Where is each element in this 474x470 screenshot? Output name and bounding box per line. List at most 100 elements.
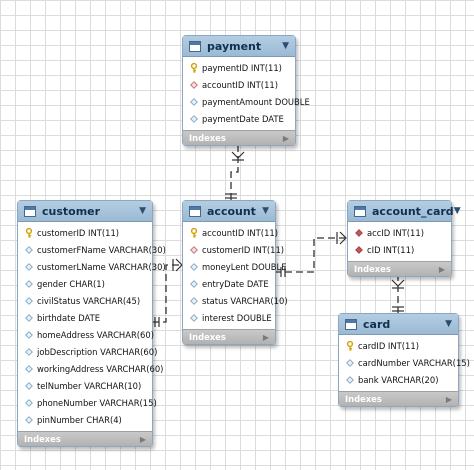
column-icon: [344, 375, 356, 384]
table-title: account_card: [372, 204, 454, 218]
relationship-payment-account[interactable]: [230, 145, 239, 200]
field-label: interest DOUBLE: [202, 312, 272, 323]
table-header[interactable]: card▼: [339, 314, 458, 335]
primary-key-icon: [188, 227, 200, 238]
foreign-key-icon: [188, 80, 200, 89]
indexes-section[interactable]: Indexes ▶: [348, 261, 451, 276]
primary-key-icon: [23, 227, 35, 238]
column-icon: [23, 245, 35, 254]
table-field[interactable]: jobDescription VARCHAR(60): [18, 343, 157, 360]
table-field[interactable]: civilStatus VARCHAR(45): [18, 292, 152, 309]
field-label: customerLName VARCHAR(30): [37, 261, 166, 272]
table-icon: [189, 205, 201, 217]
table-header[interactable]: account_card▼: [348, 201, 461, 222]
table-field[interactable]: gender CHAR(1): [18, 275, 152, 292]
table-field[interactable]: cID INT(11): [348, 241, 451, 258]
collapse-arrow-icon[interactable]: ▼: [139, 206, 146, 216]
field-label: accountID INT(11): [202, 227, 278, 238]
table-field[interactable]: interest DOUBLE: [183, 309, 275, 326]
field-label: entryDate DATE: [202, 278, 269, 289]
field-list: customerID INT(11) customerFName VARCHAR(…: [18, 222, 166, 431]
field-list: accID INT(11) cID INT(11): [348, 222, 451, 261]
table-field[interactable]: paymentAmount DOUBLE: [183, 93, 310, 110]
field-label: birthdate DATE: [37, 312, 101, 323]
table-field[interactable]: paymentID INT(11): [183, 59, 295, 76]
table-field[interactable]: telNumber VARCHAR(10): [18, 377, 152, 394]
relationship-customer-account[interactable]: [152, 264, 182, 323]
table-card[interactable]: card▼cardID INT(11)cardNumber VARCHAR(15…: [338, 313, 470, 407]
table-field[interactable]: phoneNumber VARCHAR(15): [18, 394, 157, 411]
table-field[interactable]: bank VARCHAR(20): [339, 371, 458, 388]
indexes-section[interactable]: Indexes▶: [339, 391, 458, 406]
expand-arrow-icon[interactable]: ▶: [262, 332, 269, 342]
table-field[interactable]: birthdate DATE: [18, 309, 152, 326]
table-field[interactable]: customerLName VARCHAR(30): [18, 258, 166, 275]
field-label: gender CHAR(1): [37, 278, 105, 289]
field-label: civilStatus VARCHAR(45): [37, 295, 141, 306]
indexes-section[interactable]: Indexes▶: [183, 130, 295, 145]
table-field[interactable]: status VARCHAR(10): [183, 292, 288, 309]
table-field[interactable]: customerID INT(11): [18, 224, 152, 241]
field-label: jobDescription VARCHAR(60): [37, 346, 158, 357]
table-field[interactable]: accountID INT(11): [183, 76, 295, 93]
indexes-label: Indexes: [354, 264, 391, 274]
indexes-section[interactable]: Indexes▶: [18, 431, 152, 446]
column-icon: [23, 381, 35, 390]
table-field[interactable]: accID INT(11): [348, 224, 451, 241]
field-label: status VARCHAR(10): [202, 295, 288, 306]
table-field[interactable]: cardID INT(11): [339, 337, 458, 354]
expand-arrow-icon[interactable]: ▶: [445, 394, 452, 404]
collapse-arrow-icon[interactable]: ▼: [262, 206, 269, 216]
table-field[interactable]: paymentDate DATE: [183, 110, 295, 127]
table-header[interactable]: customer ▼: [18, 201, 152, 222]
table-header[interactable]: account▼: [183, 201, 275, 222]
table-field[interactable]: workingAddress VARCHAR(60): [18, 360, 163, 377]
field-list: paymentID INT(11) accountID INT(11) paymen…: [183, 57, 310, 130]
field-label: moneyLent DOUBLE: [202, 261, 287, 272]
field-label: paymentID INT(11): [202, 62, 282, 73]
table-customer[interactable]: customer ▼ customerID INT(11) customerFName…: [17, 200, 166, 447]
column-icon: [23, 347, 35, 356]
table-field[interactable]: homeAddress VARCHAR(60): [18, 326, 154, 343]
table-field[interactable]: customerID INT(11): [183, 241, 284, 258]
column-icon: [23, 296, 35, 305]
table-field[interactable]: cardNumber VARCHAR(15): [339, 354, 470, 371]
expand-arrow-icon[interactable]: ▶: [438, 264, 445, 274]
field-label: cID INT(11): [367, 244, 415, 255]
field-label: customerID INT(11): [37, 227, 120, 238]
field-label: customerFName VARCHAR(30): [37, 244, 166, 255]
field-list: cardID INT(11)cardNumber VARCHAR(15)bank…: [339, 335, 470, 391]
table-header[interactable]: payment▼: [183, 36, 295, 57]
table-field[interactable]: pinNumber CHAR(4): [18, 411, 152, 428]
column-icon: [188, 114, 200, 123]
table-account[interactable]: account▼ accountID INT(11) customerID INT(…: [182, 200, 288, 345]
table-icon: [345, 318, 357, 330]
table-field[interactable]: entryDate DATE: [183, 275, 275, 292]
primary-foreign-key-icon: [353, 245, 365, 254]
collapse-arrow-icon[interactable]: ▼: [445, 319, 452, 329]
field-label: accID INT(11): [367, 227, 424, 238]
expand-arrow-icon[interactable]: ▶: [282, 133, 289, 143]
indexes-label: Indexes: [189, 332, 226, 342]
table-field[interactable]: accountID INT(11): [183, 224, 278, 241]
relationship-account-account-card[interactable]: [274, 237, 346, 273]
table-field[interactable]: customerFName VARCHAR(30): [18, 241, 166, 258]
table-payment[interactable]: payment▼ paymentID INT(11) accountID INT(1…: [182, 35, 310, 146]
table-field[interactable]: moneyLent DOUBLE: [183, 258, 287, 275]
field-list: accountID INT(11) customerID INT(11) money…: [183, 222, 288, 329]
table-icon: [189, 40, 201, 52]
table-title: customer: [42, 204, 101, 218]
table-account-card[interactable]: account_card▼ accID INT(11) cID INT(11) Ind…: [347, 200, 461, 277]
column-icon: [23, 364, 35, 373]
collapse-arrow-icon[interactable]: ▼: [453, 206, 461, 216]
crowfoot-marker: [339, 231, 347, 245]
field-label: accountID INT(11): [202, 79, 278, 90]
column-icon: [188, 97, 200, 106]
expand-arrow-icon[interactable]: ▶: [139, 434, 146, 444]
table-icon: [354, 205, 366, 217]
indexes-section[interactable]: Indexes ▶: [183, 329, 275, 344]
column-icon: [188, 313, 200, 322]
collapse-arrow-icon[interactable]: ▼: [282, 41, 289, 51]
